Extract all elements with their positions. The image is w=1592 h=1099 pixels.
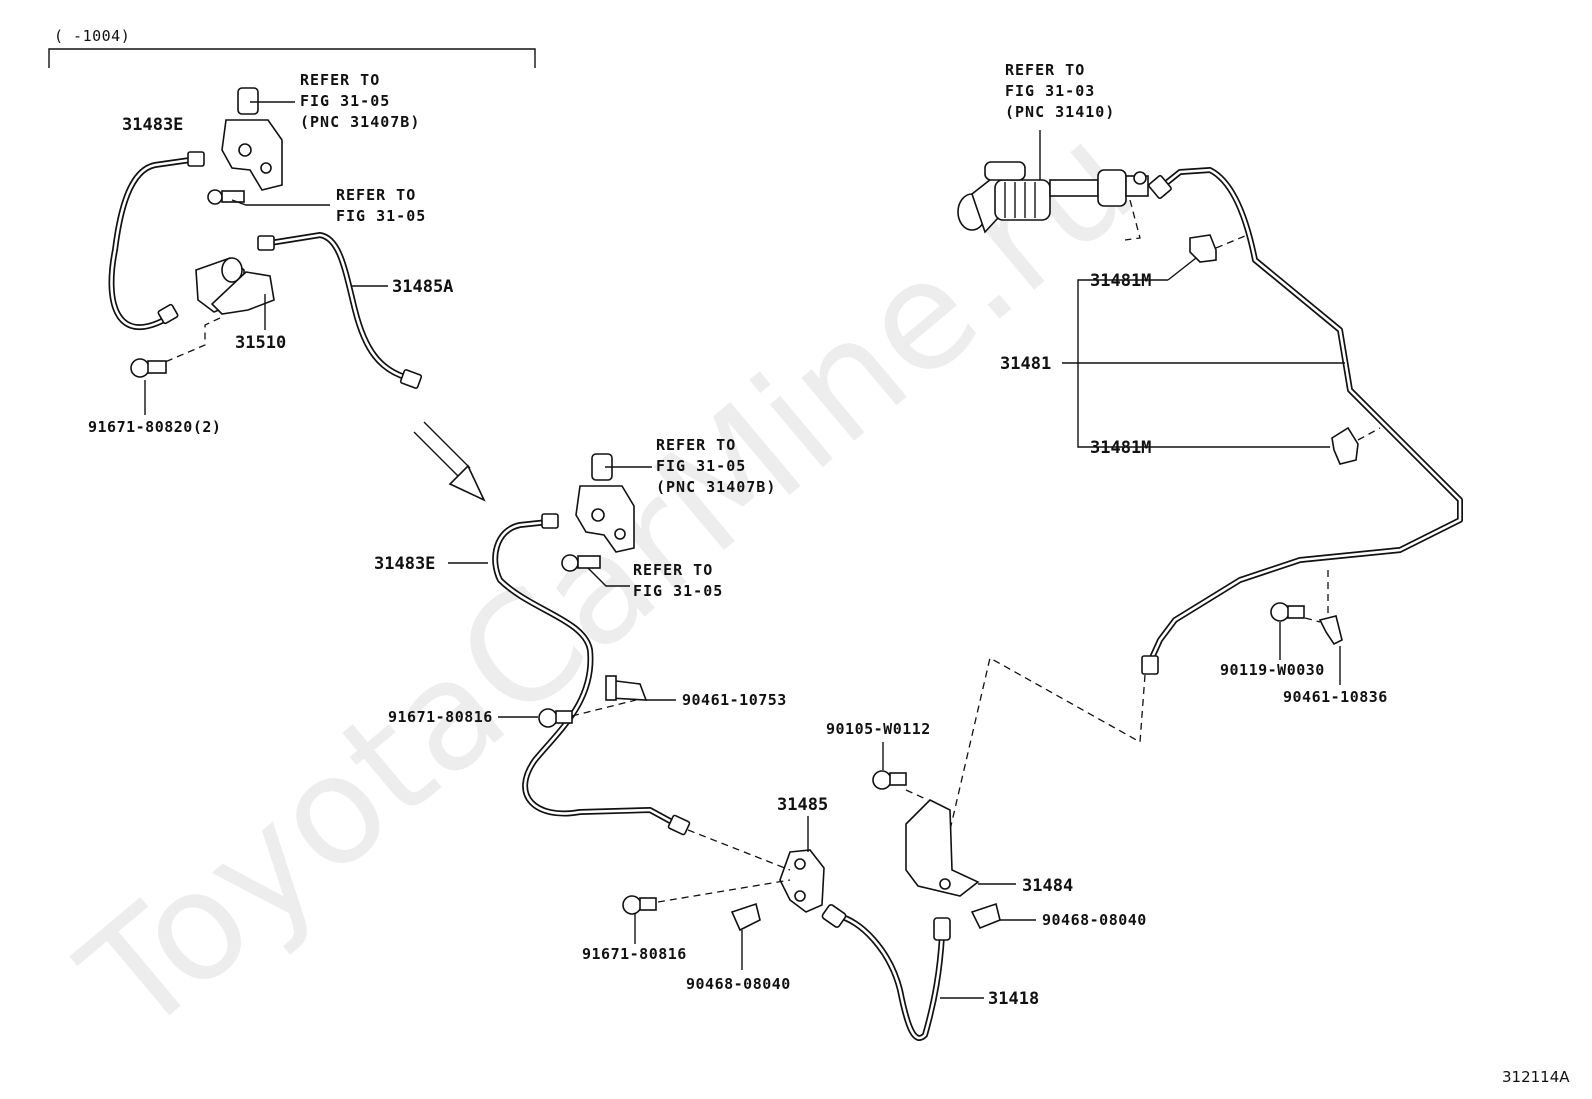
arrow-icon [413,421,486,502]
bolt-icon [561,554,601,572]
fitting-nut-icon [933,917,951,941]
label-31483e-top: 31483E [122,115,183,135]
fitting-nut-icon [667,814,691,836]
pipe-31481 [1141,167,1463,675]
ref-c-line1: REFER TO [1005,61,1085,79]
label-90119-w0030: 90119-W0030 [1220,661,1325,679]
clip-icon [730,902,761,932]
label-31418: 31418 [988,989,1039,1009]
fitting-nut-icon [157,303,179,325]
fitting-nut-icon [1148,174,1172,200]
bolt-icon [872,770,907,790]
label-91671-80816-mid: 91671-80816 [388,708,493,726]
ref-a-line3: (PNC 31407B) [300,113,420,131]
ref-b-line1: REFER TO [336,186,416,204]
ref-b-line2: FIG 31-05 [336,207,426,225]
fitting-nut-icon [257,235,275,251]
bolt-icon [130,358,167,378]
fitting-nut-icon [187,151,205,167]
ref-c-line3: (PNC 31410) [1005,103,1115,121]
date-range-label: ( -1004) [54,27,130,45]
master-cylinder-icon [957,161,1149,234]
fitting-nut-icon [821,904,847,928]
figure-id: 312114A [1502,1068,1570,1086]
pipe-clamp-icon [1331,426,1359,465]
label-90105-w0112: 90105-W0112 [826,720,931,738]
label-90461-10836: 90461-10836 [1283,688,1388,706]
ref-d-line3: (PNC 31407B) [656,478,776,496]
label-31485a: 31485A [392,277,453,297]
label-91671-80816-low: 91671-80816 [582,945,687,963]
ref-d-line2: FIG 31-05 [656,457,746,475]
ref-a-line1: REFER TO [300,71,380,89]
bolt-icon [207,189,245,205]
ref-c-line2: FIG 31-03 [1005,82,1095,100]
ref-e-line2: FIG 31-05 [633,582,723,600]
clip-icon [1318,615,1343,646]
fitting-nut-icon [399,369,423,389]
bracket-icon [779,849,825,913]
label-31481: 31481 [1000,354,1051,374]
watermark: ToyotaCarMine.ru [51,92,1167,1068]
bolt-icon [538,708,573,728]
fitting-nut-icon [1141,655,1159,675]
label-31510: 31510 [235,333,286,353]
label-31481m-upper: 31481M [1090,271,1151,291]
clip-icon [970,902,1001,930]
label-91671-80820: 91671-80820(2) [88,418,221,436]
ref-a-line2: FIG 31-05 [300,92,390,110]
ref-e-line1: REFER TO [633,561,713,579]
label-31483e-mid: 31483E [374,554,435,574]
label-31484: 31484 [1022,876,1073,896]
release-cylinder-icon [195,257,275,315]
pipe-clamp-icon [1189,234,1217,263]
ref-d-line1: REFER TO [656,436,736,454]
fitting-nut-icon [541,513,559,529]
label-90461-10753: 90461-10753 [682,691,787,709]
union-valve-icon [575,453,635,553]
pipe-clamp-icon [605,675,648,701]
bolt-icon [622,895,657,915]
label-31481m-lower: 31481M [1090,438,1151,458]
label-90468-08040-right: 90468-08040 [1042,911,1147,929]
union-valve-icon [221,87,283,191]
label-31485: 31485 [777,795,828,815]
bracket-icon [905,799,980,897]
date-range-bracket: ( -1004) [48,27,536,68]
upper-left-assembly [108,87,423,415]
bolt-icon [1270,602,1305,622]
label-90468-08040-low: 90468-08040 [686,975,791,993]
